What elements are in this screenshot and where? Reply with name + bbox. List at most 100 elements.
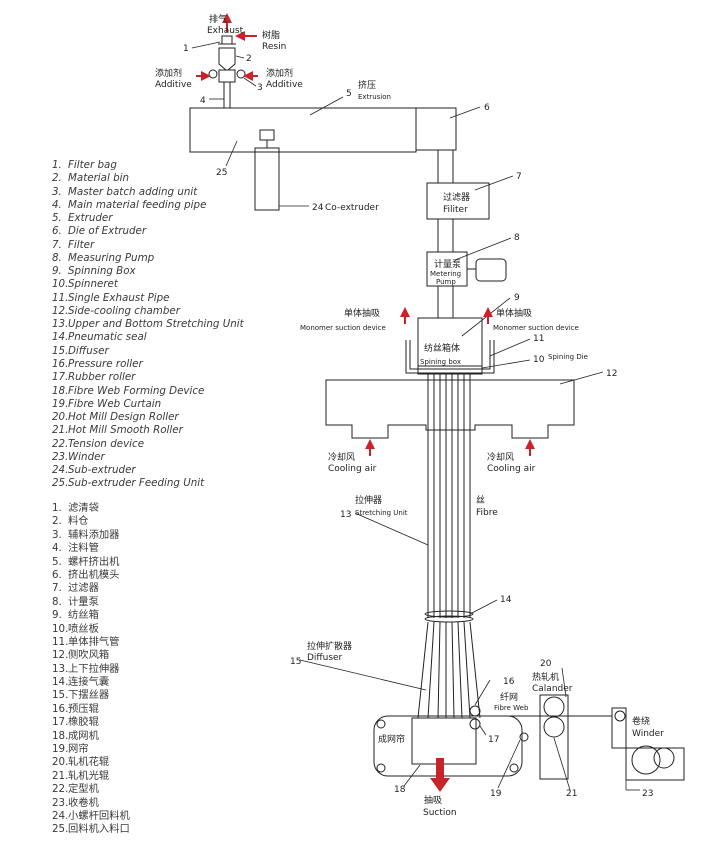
- side-cooling-chamber: [325, 379, 575, 439]
- legend-item-number: 23.: [52, 796, 69, 809]
- legend-item-text: 收卷机: [68, 796, 99, 809]
- label-stretch-zh: 拉伸器: [355, 494, 382, 506]
- legend-item: 2.料仓: [52, 515, 130, 528]
- legend-item-number: 19.: [52, 397, 69, 410]
- legend-item-text: Extruder: [68, 212, 113, 225]
- legend-item-text: Hot Mill Smooth Roller: [68, 424, 183, 437]
- legend-item: 16.预压辊: [52, 703, 130, 716]
- legend-item-text: 下摆丝器: [68, 689, 110, 702]
- legend-item-text: 小螺杆回料机: [68, 809, 130, 822]
- legend-item: 13.Upper and Bottom Stretching Unit: [52, 318, 244, 331]
- material-bin: [218, 47, 236, 71]
- legend-item-text: Winder: [68, 450, 105, 463]
- legend-item: 19.网帘: [52, 743, 130, 756]
- label-monomer-left-zh: 单体抽吸: [344, 307, 380, 319]
- legend-item-text: Single Exhaust Pipe: [68, 291, 170, 304]
- legend-item-number: 18.: [52, 384, 69, 397]
- legend-item-number: 17.: [52, 716, 69, 729]
- legend-item: 6.Die of Extruder: [52, 225, 244, 238]
- legend-item-number: 16.: [52, 357, 69, 370]
- label-co-extruder: Co-extruder: [325, 203, 379, 213]
- legend-item-text: Filter: [68, 238, 95, 251]
- legend-item-text: Spinneret: [68, 278, 118, 291]
- legend-item-text: Fibre Web Curtain: [68, 397, 162, 410]
- legend-item-number: 5.: [52, 212, 62, 225]
- legend-item-number: 10.: [52, 278, 69, 291]
- label-spin-box-zh: 纺丝箱体: [424, 342, 460, 354]
- legend-item-text: 轧机花辊: [68, 756, 110, 769]
- legend-item-number: 4.: [52, 198, 62, 211]
- pressure-roller: [469, 705, 481, 717]
- legend-item-number: 2.: [52, 515, 62, 528]
- part-number: 23: [642, 789, 653, 799]
- label-suction-zh: 抽吸: [424, 794, 442, 806]
- legend-item: 22.定型机: [52, 783, 130, 796]
- legend-item-text: 上下拉伸器: [68, 662, 120, 675]
- legend-item: 16.Pressure roller: [52, 358, 244, 371]
- legend-item-text: 喷丝板: [68, 622, 99, 635]
- label-pump-en1: Metering: [430, 270, 461, 278]
- label-calander-zh: 热轧机: [532, 671, 559, 683]
- legend-item-text: Die of Extruder: [68, 225, 147, 238]
- legend-item: 20.轧机花辊: [52, 756, 130, 769]
- legend-item-number: 12.: [52, 304, 69, 317]
- fibre-web-curtain: [373, 715, 529, 777]
- part-number: 19: [490, 789, 502, 799]
- legend-item-number: 23.: [52, 450, 69, 463]
- calander: [539, 694, 569, 780]
- label-monomer-right-en: Monomer suction device: [493, 324, 579, 332]
- legend-item: 21.Hot Mill Smooth Roller: [52, 424, 244, 437]
- legend-item-text: Hot Mill Design Roller: [68, 411, 179, 424]
- legend-item: 13.上下拉伸器: [52, 663, 130, 676]
- filter-box: [426, 182, 490, 220]
- legend-item-text: 挤出机模头: [68, 568, 120, 581]
- part-number: 8: [514, 233, 520, 243]
- part-number: 9: [514, 293, 520, 303]
- legend-item-number: 15.: [52, 344, 69, 357]
- legend-item: 9.Spinning Box: [52, 265, 244, 278]
- label-exhaust-en: Exhaust: [207, 26, 244, 36]
- legend-item: 7.Filter: [52, 239, 244, 252]
- co-extruder: [254, 129, 280, 211]
- legend-item-number: 10.: [52, 622, 69, 635]
- legend-item-text: 回料机入料口: [68, 823, 130, 836]
- legend-item-text: 滤清袋: [68, 502, 99, 514]
- diffuser: [417, 621, 481, 719]
- label-web-en: Fibre Web: [494, 704, 529, 712]
- legend-item: 3.辅料添加器: [52, 529, 130, 542]
- master-batch-adding-unit: [208, 69, 246, 83]
- label-monomer-left-en: Monomer suction device: [300, 324, 386, 332]
- label-fibre-en: Fibre: [476, 508, 498, 518]
- legend-item-text: Master batch adding unit: [68, 185, 198, 198]
- label-additive-right-en: Additive: [266, 80, 303, 90]
- legend-item-number: 3.: [52, 528, 62, 541]
- label-extrusion-zh: 挤压: [358, 79, 376, 91]
- label-spin-die: Spining Die: [548, 353, 588, 361]
- legend-item-number: 7.: [52, 582, 62, 595]
- legend-item-text: Rubber roller: [68, 371, 136, 384]
- legend-item-text: 连接气囊: [68, 676, 110, 689]
- legend-item-text: 螺杆挤出机: [68, 555, 120, 568]
- pneumatic-seal: [424, 610, 474, 623]
- legend-item-text: 预压辊: [68, 702, 99, 715]
- legend-item: 12.侧吹风箱: [52, 649, 130, 662]
- legend-item-text: Sub-extruder Feeding Unit: [68, 477, 205, 490]
- fibre-bundle: [427, 374, 471, 618]
- legend-item-number: 13.: [52, 662, 69, 675]
- legend-item-number: 13.: [52, 318, 69, 331]
- pump-motor: [467, 258, 507, 282]
- legend-item-text: Fibre Web Forming Device: [68, 384, 205, 397]
- legend-item-number: 22.: [52, 437, 69, 450]
- legend-item-number: 2.: [52, 172, 62, 185]
- legend-item-number: 9.: [52, 265, 62, 278]
- legend-item: 1.Filter bag: [52, 159, 244, 172]
- legend-item-number: 25.: [52, 823, 69, 836]
- label-filter-zh: 过滤器: [443, 191, 470, 203]
- label-filter-en: Filiter: [443, 205, 468, 215]
- legend-item-text: 单体排气管: [68, 635, 120, 648]
- part-number: 1: [183, 44, 189, 54]
- legend-item-text: 网帘: [68, 743, 89, 756]
- legend-item: 24.小螺杆回料机: [52, 810, 130, 823]
